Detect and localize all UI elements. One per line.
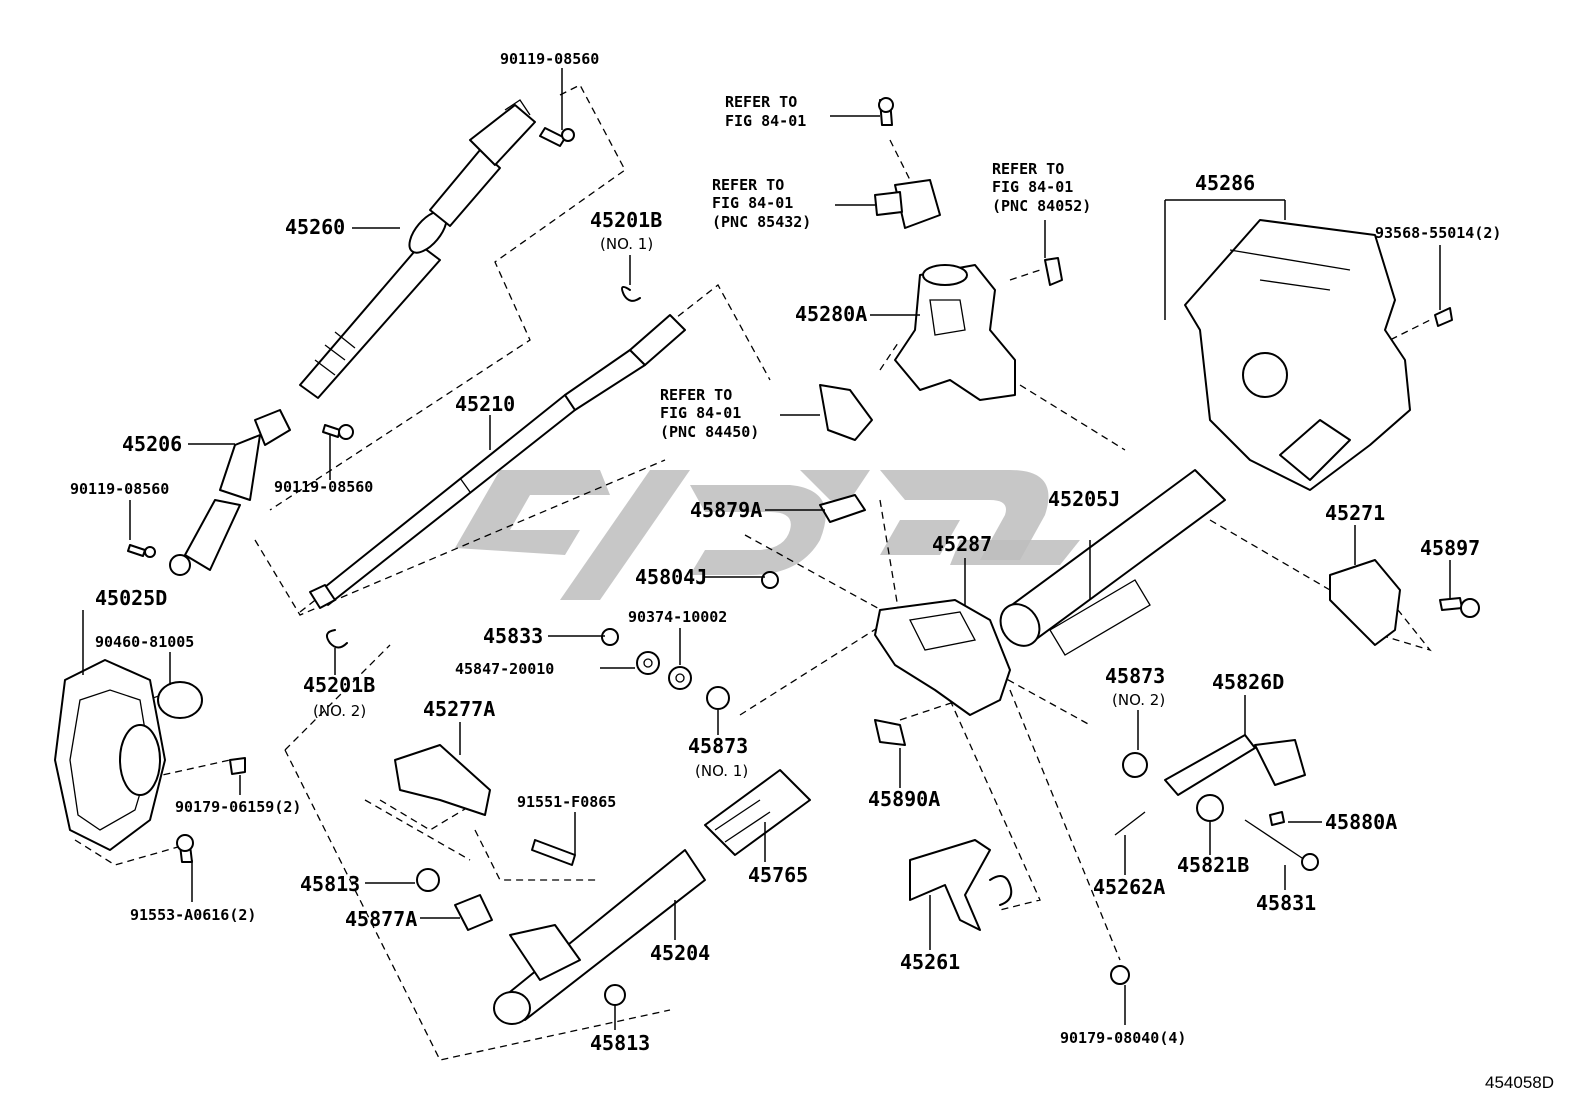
main-shaft-45210 [309,314,686,609]
universal-joint-45206 [169,409,291,576]
label-45897: 45897 [1420,536,1480,560]
label-45271: 45271 [1325,501,1385,525]
label-45210: 45210 [455,392,515,416]
label-refer-4-line1: REFER TO [660,386,732,404]
column-tube-45205J [999,469,1226,656]
bushing-45890A [874,719,906,746]
label-45201B-no2-sub: (NO. 2) [313,702,366,720]
washer-icons [601,628,730,710]
watermark-logo [455,470,1080,600]
label-45206: 45206 [122,432,182,456]
label-45847-20010: 45847-20010 [455,660,554,678]
part-labels: 90119-08560 45260 45206 90119-08560 9011… [70,50,1501,1055]
label-45260: 45260 [285,215,345,239]
label-45873-no2-sub: (NO. 2) [1112,691,1165,709]
label-45286: 45286 [1195,171,1255,195]
label-45833: 45833 [483,624,543,648]
cover-45271-and-bolt-45897 [1329,559,1480,646]
label-45287: 45287 [932,532,992,556]
label-90119-08560-left: 90119-08560 [70,480,169,498]
label-45277A: 45277A [423,697,495,721]
label-45813-bottom: 45813 [590,1031,650,1055]
bolt-icon-group [127,127,575,558]
label-45804J: 45804J [635,565,707,589]
lock-housing-45280A [894,264,1016,401]
label-93568-55014: 93568-55014(2) [1375,224,1501,242]
label-refer-3-line1: REFER TO [992,160,1064,178]
nut-90179-08040 [1110,965,1130,985]
label-90119-08560-mid: 90119-08560 [274,478,373,496]
label-refer-4-line2: FIG 84-01 [660,404,741,422]
label-refer-2-line3: (PNC 85432) [712,213,811,231]
label-45873-no1: 45873 [688,734,748,758]
tilt-lever-45826D [1114,734,1319,871]
diagram-id: 454058D [1485,1073,1554,1092]
label-45025D: 45025D [95,586,167,610]
label-45201B-no2: 45201B [303,673,375,697]
label-45873-no1-sub: (NO. 1) [695,762,748,780]
label-90119-08560-top: 90119-08560 [500,50,599,68]
label-91553-A0616: 91553-A0616(2) [130,906,256,924]
label-45821B: 45821B [1177,853,1249,877]
bracket-45287 [761,494,1011,716]
label-refer-1-line1: REFER TO [725,93,797,111]
label-45890A: 45890A [868,787,940,811]
bracket-45277A [394,744,576,931]
label-90179-08040: 90179-08040(4) [1060,1029,1186,1047]
sensor-parts [819,97,1063,441]
label-45280A: 45280A [795,302,867,326]
label-45262A: 45262A [1093,875,1165,899]
label-45826D: 45826D [1212,670,1284,694]
label-90460-81005: 90460-81005 [95,633,194,651]
label-refer-3-line2: FIG 84-01 [992,178,1073,196]
label-91551-F0865: 91551-F0865 [517,793,616,811]
sleeve-45765 [704,769,811,856]
label-refer-1-line2: FIG 84-01 [725,112,806,130]
snap-ring-icons [325,285,641,649]
intermediate-shaft-45260 [299,99,536,399]
label-refer-2-line2: FIG 84-01 [712,194,793,212]
dashed-guide-lines [74,84,1432,1061]
label-refer-3-line3: (PNC 84052) [992,197,1091,215]
label-45205J: 45205J [1048,487,1120,511]
lower-tube-45204 [493,849,706,1025]
label-90179-06159: 90179-06159(2) [175,798,301,816]
label-45880A: 45880A [1325,810,1397,834]
label-45877A: 45877A [345,907,417,931]
leader-lines [82,68,1451,1030]
column-cover-45025D [54,659,203,851]
label-45765: 45765 [748,863,808,887]
spring-45261 [909,839,1013,931]
label-refer-2-line1: REFER TO [712,176,784,194]
label-90374-10002: 90374-10002 [628,608,727,626]
label-45873-no2: 45873 [1105,664,1165,688]
label-45261: 45261 [900,950,960,974]
label-45204: 45204 [650,941,710,965]
label-45879A: 45879A [690,498,762,522]
label-45813-left: 45813 [300,872,360,896]
fastener-icons [176,757,246,863]
upper-cover-45286 [1184,219,1453,491]
label-45201B-no1-sub: (NO. 1) [600,235,653,253]
label-45831: 45831 [1256,891,1316,915]
label-45201B-no1: 45201B [590,208,662,232]
label-refer-4-line3: (PNC 84450) [660,423,759,441]
